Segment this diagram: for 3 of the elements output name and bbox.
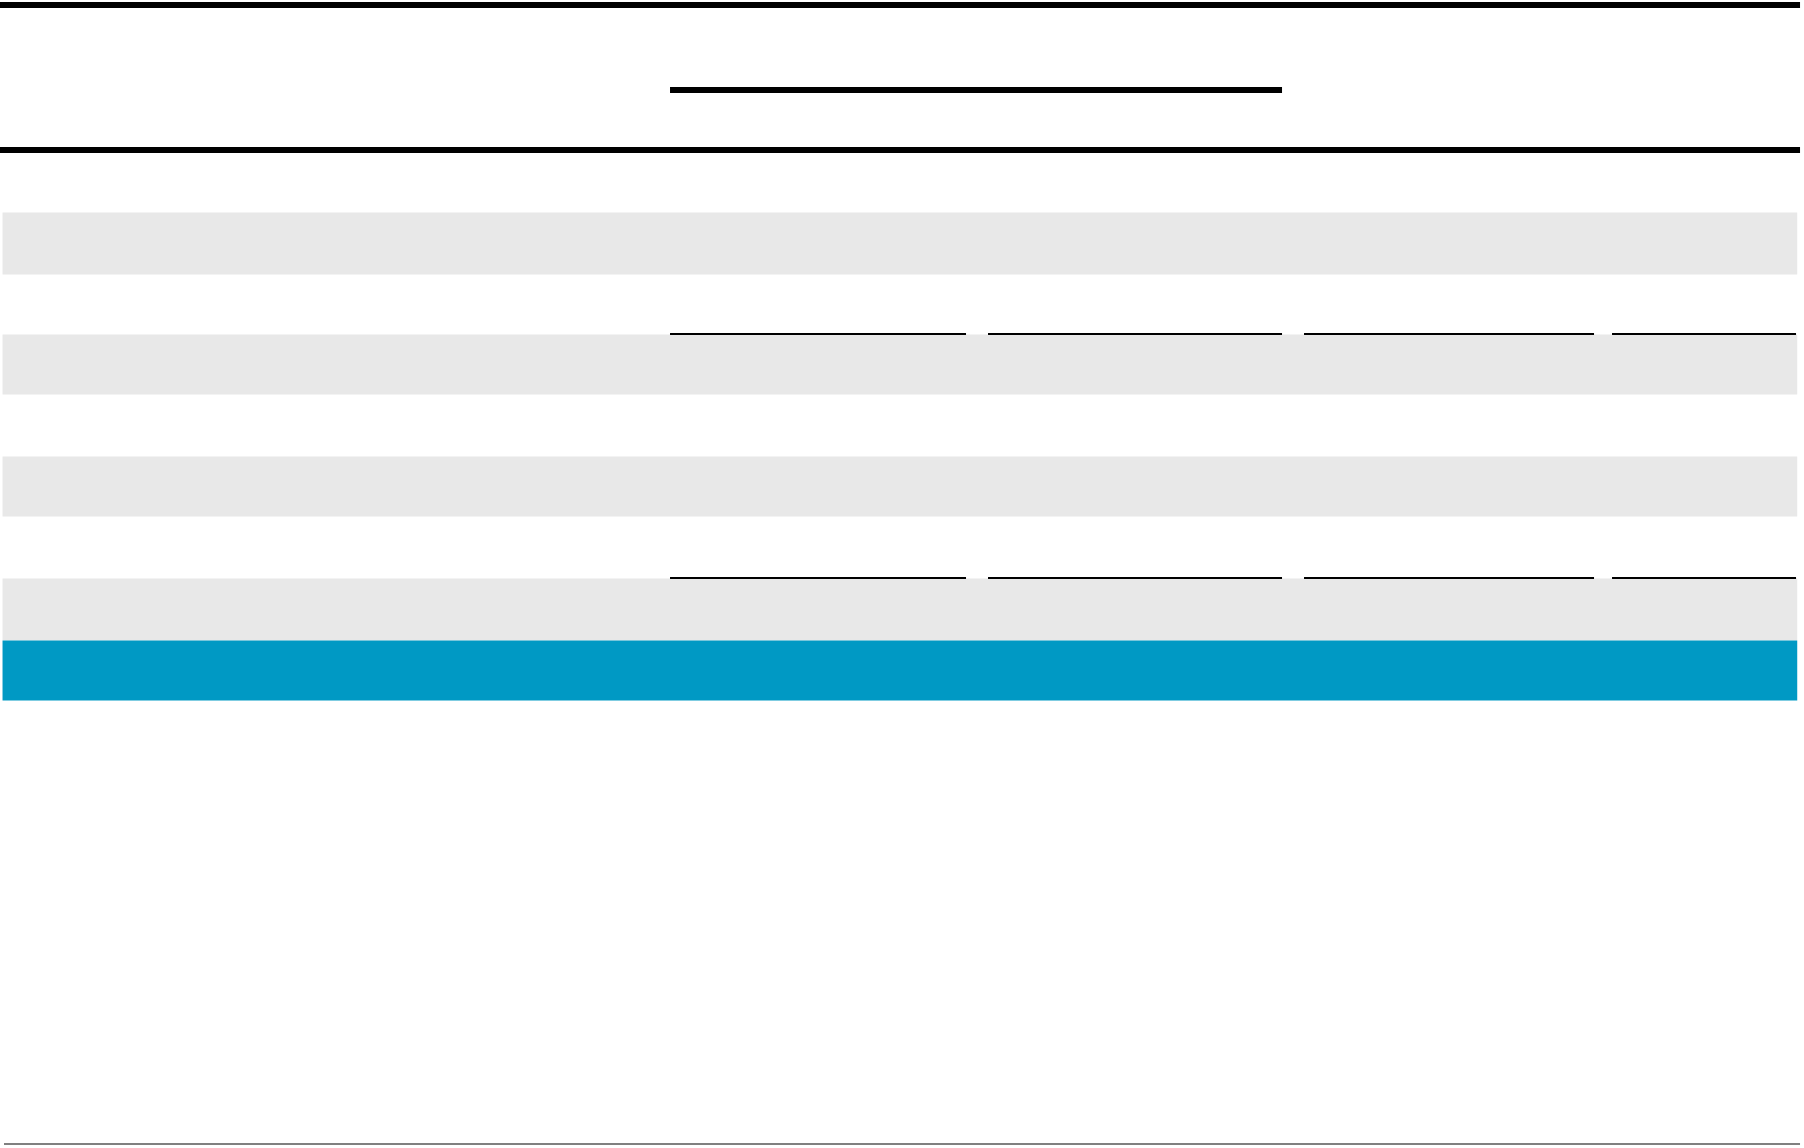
table-band — [2, 640, 1798, 701]
table-band — [2, 578, 1798, 641]
table-band — [2, 334, 1798, 395]
